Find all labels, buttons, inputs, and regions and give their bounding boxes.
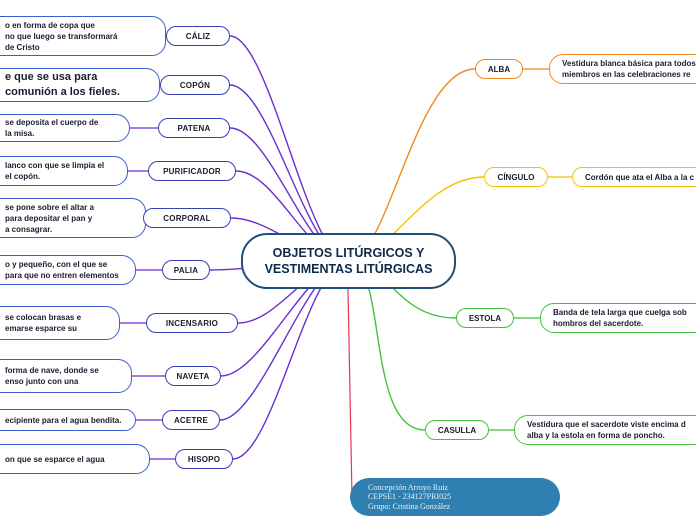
left-label-node[interactable]: NAVETA — [165, 366, 221, 386]
left-label-node[interactable]: CORPORAL — [143, 208, 231, 228]
credits-author: Concepción Arroyo Ruiz — [368, 482, 448, 492]
left-label-text: PURIFICADOR — [163, 166, 221, 176]
left-desc-node[interactable]: o y pequeño, con el que se para que no e… — [0, 255, 136, 285]
right-desc-text: Banda de tela larga que cuelga sob hombr… — [553, 308, 687, 328]
left-label-node[interactable]: CÁLIZ — [166, 26, 230, 46]
left-label-node[interactable]: COPÓN — [160, 75, 230, 95]
left-desc-node[interactable]: ecipiente para el agua bendita. — [0, 409, 136, 431]
right-label-node[interactable]: ALBA — [475, 59, 523, 79]
left-desc-node[interactable]: o en forma de copa que no que luego se t… — [0, 16, 166, 56]
branch-line-0 — [229, 35, 349, 262]
left-label-text: INCENSARIO — [165, 318, 219, 328]
right-label-node[interactable]: CÍNGULO — [484, 167, 548, 187]
central-topic-line-1: OBJETOS LITÚRGICOS Y — [272, 246, 425, 260]
left-desc-text: forma de nave, donde se enso junto con u… — [5, 366, 99, 386]
left-label-node[interactable]: PALIA — [162, 260, 210, 280]
left-desc-node[interactable]: se deposita el cuerpo de la misa. — [0, 114, 130, 142]
left-desc-node[interactable]: se pone sobre el altar a para depositar … — [0, 198, 146, 238]
left-label-text: CORPORAL — [163, 213, 211, 223]
left-label-text: COPÓN — [179, 80, 211, 90]
right-label-text: ALBA — [487, 64, 511, 74]
credits-node[interactable]: Concepción Arroyo Ruiz CEPSE1 - 234127PR… — [350, 478, 560, 516]
right-label-node[interactable]: ESTOLA — [456, 308, 514, 328]
right-desc-text: Cordón que ata el Alba a la c — [585, 172, 695, 182]
right-desc-node[interactable]: Cordón que ata el Alba a la c — [572, 167, 696, 187]
left-desc-text: se colocan brasas e emarse esparce su — [5, 313, 82, 333]
left-desc-text: o y pequeño, con el que se para que no e… — [5, 260, 119, 280]
left-label-text: PATENA — [177, 123, 211, 133]
right-label-text: ESTOLA — [468, 313, 502, 323]
left-label-node[interactable]: PURIFICADOR — [148, 161, 236, 181]
left-desc-node[interactable]: se colocan brasas e emarse esparce su — [0, 306, 120, 340]
right-desc-text: Vestidura blanca básica para todos miemb… — [562, 59, 696, 79]
central-topic-line-2: VESTIMENTAS LITÚRGICAS — [264, 262, 433, 276]
left-desc-text: o en forma de copa que no que luego se t… — [5, 20, 118, 52]
left-label-node[interactable]: PATENA — [158, 118, 230, 138]
left-label-text: PALIA — [173, 265, 199, 275]
credits-code: CEPSE1 - 234127PRI025 — [368, 492, 452, 502]
left-desc-node[interactable]: lanco con que se limpia el el copón. — [0, 156, 128, 186]
right-desc-text: Vestidura que el sacerdote viste encima … — [527, 420, 686, 440]
left-desc-node[interactable]: forma de nave, donde se enso junto con u… — [0, 359, 132, 393]
left-desc-text: on que se esparce el agua — [5, 454, 105, 464]
right-label-text: CASULLA — [437, 425, 477, 435]
right-desc-node[interactable]: Banda de tela larga que cuelga sob hombr… — [540, 303, 696, 333]
credits-group: Grupo: Cristina González — [368, 501, 451, 511]
right-desc-node[interactable]: Vestidura que el sacerdote viste encima … — [514, 415, 696, 445]
left-desc-text: lanco con que se limpia el el copón. — [5, 161, 105, 181]
left-label-text: HISOPO — [187, 454, 221, 464]
left-desc-text: e que se usa para comunión a los fieles. — [5, 71, 120, 98]
left-label-node[interactable]: HISOPO — [175, 449, 233, 469]
left-desc-text: se deposita el cuerpo de la misa. — [5, 118, 99, 138]
right-label-text: CÍNGULO — [497, 172, 535, 182]
left-desc-text: se pone sobre el altar a para depositar … — [5, 202, 94, 234]
left-desc-text: ecipiente para el agua bendita. — [5, 415, 122, 425]
central-topic[interactable]: OBJETOS LITÚRGICOS Y VESTIMENTAS LITÚRGI… — [241, 233, 456, 289]
left-desc-node[interactable]: on que se esparce el agua — [0, 444, 150, 474]
left-label-node[interactable]: ACETRE — [162, 410, 220, 430]
left-label-text: NAVETA — [176, 371, 210, 381]
right-desc-node[interactable]: Vestidura blanca básica para todos miemb… — [549, 54, 696, 84]
left-label-text: ACETRE — [173, 415, 209, 425]
left-label-text: CÁLIZ — [185, 31, 211, 41]
right-label-node[interactable]: CASULLA — [425, 420, 489, 440]
credits-line — [347, 288, 353, 498]
left-desc-node[interactable]: e que se usa para comunión a los fieles. — [0, 68, 160, 102]
left-label-node[interactable]: INCENSARIO — [146, 313, 238, 333]
